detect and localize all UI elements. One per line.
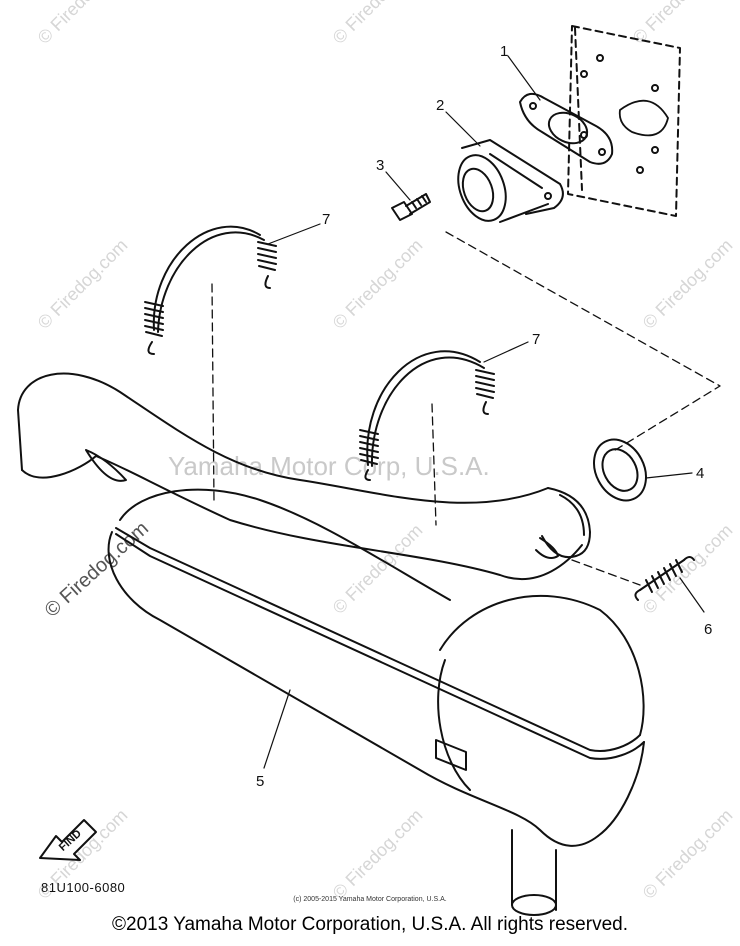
spring-part-6 — [634, 556, 695, 601]
find-arrow-icon: FIND — [39, 819, 97, 861]
diagram-reference-code: 81U100-6080 — [41, 880, 126, 895]
callout-7: 7 — [532, 331, 540, 348]
callout-labels: 1 2 3 7 7 4 6 5 — [256, 43, 712, 790]
callout-7: 7 — [322, 211, 330, 228]
watermark-copyright: (c) 2005-2015 Yamaha Motor Corporation, … — [293, 896, 447, 903]
watermark: © Firedog.com — [329, 805, 427, 903]
assembly-lines — [211, 231, 721, 586]
watermark: © Firedog.com — [329, 235, 427, 333]
callout-1: 1 — [500, 43, 508, 60]
watermark-layer: © Firedog.com © Firedog.com © Firedog.co… — [34, 0, 737, 903]
watermark: © Firedog.com — [41, 517, 153, 621]
muffler-part-5 — [17, 372, 645, 916]
exhaust-joint-part-2 — [457, 139, 564, 223]
callout-4: 4 — [696, 465, 704, 482]
center-watermark: Yamaha Motor Corp, U.S.A. — [168, 451, 490, 481]
callout-3: 3 — [376, 157, 384, 174]
watermark: © Firedog.com — [34, 0, 132, 48]
watermark: © Firedog.com — [639, 235, 737, 333]
watermark: © Firedog.com — [329, 520, 427, 618]
callout-2: 2 — [436, 97, 444, 114]
callout-leaders — [263, 55, 705, 769]
watermark: © Firedog.com — [329, 0, 427, 48]
watermark: © Firedog.com — [639, 520, 737, 618]
spring-part-7-lower — [359, 350, 495, 481]
callout-5: 5 — [256, 773, 264, 790]
spring-part-7-upper — [144, 225, 277, 355]
footer-copyright: ©2013 Yamaha Motor Corporation, U.S.A. A… — [112, 914, 628, 935]
watermark: © Firedog.com — [639, 805, 737, 903]
gasket-part-1 — [519, 92, 614, 165]
watermark: © Firedog.com — [34, 235, 132, 333]
callout-6: 6 — [704, 621, 712, 638]
bolt-part-3 — [391, 193, 431, 221]
seal-ring-part-4 — [593, 438, 647, 502]
